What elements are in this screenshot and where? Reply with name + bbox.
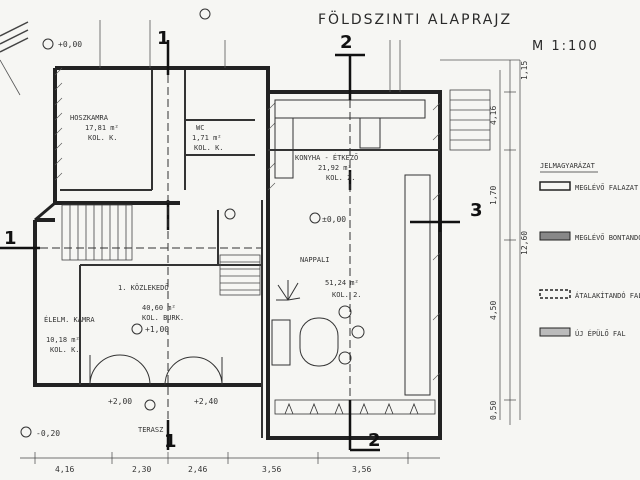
room-label-kamra: ÉLELM. KAMRA 10,18 m² KOL. K. [44,315,95,354]
svg-text:KOL. K.: KOL. K. [88,134,118,142]
svg-text:HOSZKAMRA: HOSZKAMRA [70,114,109,122]
bottom-dimension-line [20,452,440,464]
svg-text:WC: WC [196,124,204,132]
legend-item-2: MEGLÉVŐ BONTANDÓ FALAZAT [575,233,640,242]
outer-walls [33,66,442,440]
site-lines [0,20,521,420]
stairs-right [449,89,491,151]
svg-text:KOL. 2.: KOL. 2. [326,174,356,182]
svg-text:10,18 m²: 10,18 m² [46,336,80,344]
room-label-terasz: TERASZ [138,426,163,434]
room-label-konyha: KONYHA - ÉTKEZŐ 21,92 m² KOL. 2. [295,153,358,182]
drawing-title: FÖLDSZINTI ALAPRAJZ [318,10,512,28]
svg-text:KOL. K.: KOL. K. [194,144,224,152]
plant-icon [276,280,301,301]
level-6: ±0,00 [322,215,346,224]
svg-text:KONYHA - ÉTKEZŐ: KONYHA - ÉTKEZŐ [295,153,358,162]
room-label-kozlekedo: 1. KÖZLEKEDŐ 40,60 m² KOL. BURK. [118,283,184,322]
section-dashes [40,75,351,420]
legend-header: JELMAGYARÁZAT [540,161,596,170]
level-1: +0,00 [58,40,82,49]
dim-bottom-1: 4,16 [55,465,74,474]
axis-label-1-left: 1 [4,228,17,249]
axis-label-2: 2 [340,32,353,53]
legend: JELMAGYARÁZAT MEGLÉVŐ FALAZAT MEGLÉVŐ BO… [539,161,640,338]
legend-swatch-converted [539,289,571,299]
dim-right-2: 4,16 [489,106,498,125]
svg-text:17,81 m²: 17,81 m² [85,124,119,132]
svg-text:1. KÖZLEKEDŐ: 1. KÖZLEKEDŐ [118,283,169,292]
level-3: +2,00 [108,397,132,406]
legend-item-3: ÁTALAKÍTANDÓ FALAZAT [575,291,640,300]
right-dimension-line [504,60,516,425]
stairs-middle [219,254,261,296]
legend-swatch-new [539,327,571,337]
dim-right-6: 0,50 [489,401,498,420]
svg-text:21,92 m²: 21,92 m² [318,164,352,172]
dim-bottom-2: 2,30 [132,465,151,474]
level-2: -0,20 [36,429,60,438]
axis-label-1: 1 [157,28,170,49]
dim-right-5: 4,50 [489,301,498,320]
svg-text:KOL. K.: KOL. K. [50,346,80,354]
drawing-scale: M 1:100 [532,39,599,54]
stairs-left [61,204,133,261]
svg-text:ÉLELM. KAMRA: ÉLELM. KAMRA [44,315,95,324]
dim-right-3: 1,70 [489,186,498,205]
section-axis-3 [410,200,460,232]
legend-swatch-demolish [539,231,571,241]
dim-bottom-4: 3,56 [262,465,281,474]
north-marker [0,21,29,53]
dim-bottom-3: 2,46 [188,465,207,474]
dim-right-1: 1,15 [520,61,529,80]
svg-text:NAPPALI: NAPPALI [300,256,330,264]
room-label-wc: WC 1,71 m² KOL. K. [192,124,224,152]
level-4: +2,40 [194,397,218,406]
axis-label-2-bottom: 2 [368,430,381,451]
inner-walls [60,70,440,438]
room-label-nappali: NAPPALI 51,24 m² KOL. 2. [300,256,362,299]
living-furniture [271,174,431,396]
svg-text:KOL. BURK.: KOL. BURK. [142,314,184,322]
svg-text:40,60 m²: 40,60 m² [142,304,176,312]
level-markers [20,8,321,438]
dim-bottom-5: 3,56 [352,465,371,474]
room-label-hoskamra: HOSZKAMRA 17,81 m² KOL. K. [70,114,119,142]
level-5: +1,00 [145,325,169,334]
svg-text:KOL. 2.: KOL. 2. [332,291,362,299]
lower-left-wall [34,201,56,222]
legend-item-1: MEGLÉVŐ FALAZAT [575,183,639,192]
legend-swatch-existing [539,181,571,191]
axis-label-1-bottom: 1 [164,431,177,452]
terrace-plants [274,399,436,415]
dim-right-4: 12,60 [520,231,529,255]
entrance-doors [89,354,223,386]
legend-item-4: ÚJ ÉPÜLŐ FAL [575,329,626,338]
wall-hatching [54,67,441,381]
axis-label-3: 3 [470,200,483,221]
svg-text:51,24 m²: 51,24 m² [325,279,359,287]
svg-text:1,71 m²: 1,71 m² [192,134,222,142]
